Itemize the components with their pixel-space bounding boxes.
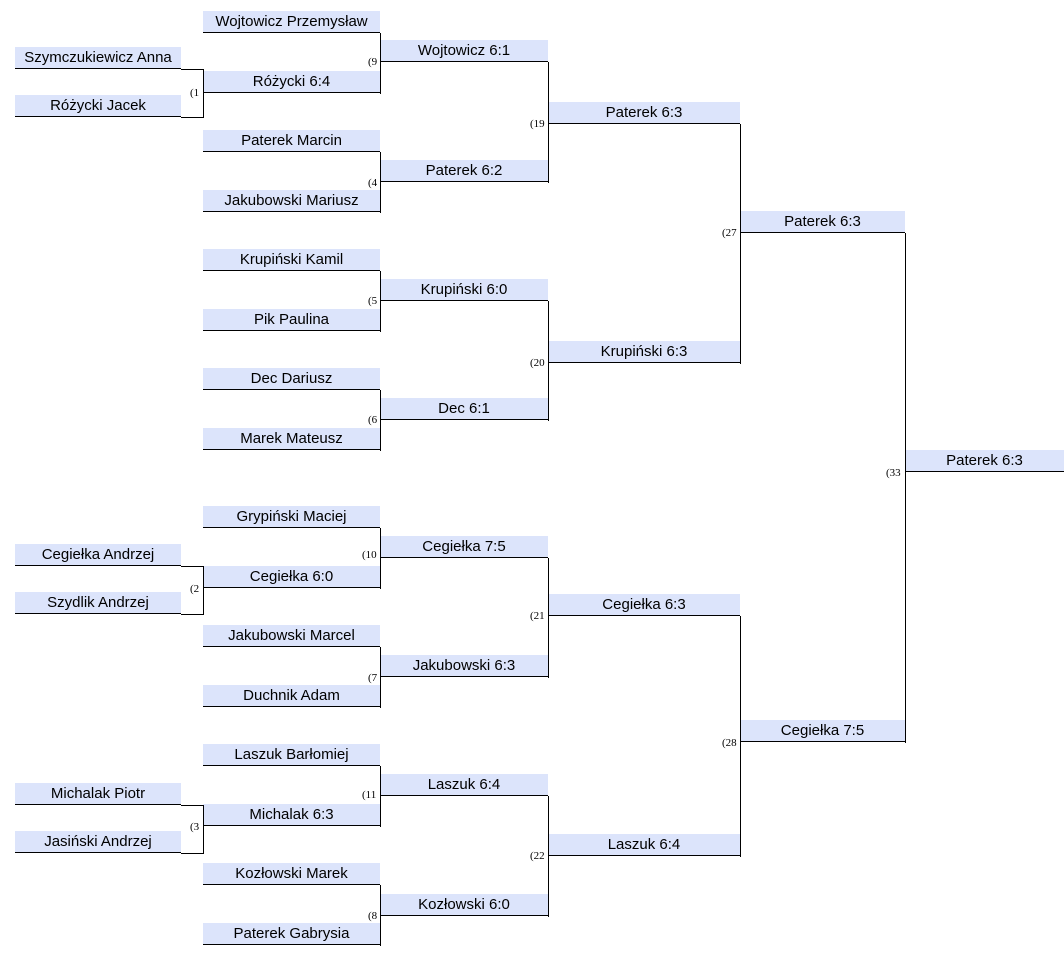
bracket-slot: Paterek Gabrysia — [203, 923, 380, 945]
bracket-slot: Cegiełka 6:3 — [548, 594, 740, 616]
match-number: (3 — [190, 821, 200, 833]
match-number: (9 — [368, 56, 378, 68]
bracket-slot: Cegiełka Andrzej — [15, 544, 181, 566]
match-number: (33 — [886, 467, 901, 479]
bracket-slot: Szymczukiewicz Anna — [15, 47, 181, 69]
bracket-slot: Jakubowski 6:3 — [380, 655, 548, 677]
bracket-slot: Michalak 6:3 — [203, 804, 380, 826]
bracket-slot: Paterek 6:3 — [905, 450, 1064, 472]
bracket-slot: Paterek Marcin — [203, 130, 380, 152]
bracket-slot: Szydlik Andrzej — [15, 592, 181, 614]
bracket-slot: Różycki Jacek — [15, 95, 181, 117]
bracket-slot: Jakubowski Mariusz — [203, 190, 380, 212]
connector-line — [181, 614, 203, 615]
bracket-slot: Jasiński Andrzej — [15, 831, 181, 853]
match-number: (11 — [362, 789, 377, 801]
connector-line — [181, 117, 203, 118]
connector-line — [380, 647, 381, 708]
connector-line — [380, 528, 381, 589]
connector-line — [548, 62, 549, 183]
bracket-slot: Wojtowicz Przemysław — [203, 11, 380, 33]
bracket-slot: Paterek 6:3 — [548, 102, 740, 124]
connector-line — [181, 805, 203, 806]
bracket-slot: Różycki 6:4 — [203, 71, 380, 93]
match-number: (19 — [530, 118, 545, 130]
connector-line — [380, 885, 381, 946]
connector-line — [548, 301, 549, 421]
bracket-slot: Grypiński Maciej — [203, 506, 380, 528]
bracket-slot: Wojtowicz 6:1 — [380, 40, 548, 62]
bracket-slot: Jakubowski Marcel — [203, 625, 380, 647]
bracket-slot: Laszuk 6:4 — [548, 834, 740, 856]
bracket-slot: Cegiełka 6:0 — [203, 566, 380, 588]
match-number: (22 — [530, 850, 545, 862]
match-number: (2 — [190, 583, 200, 595]
bracket-slot: Kozłowski Marek — [203, 863, 380, 885]
connector-line — [181, 853, 203, 854]
bracket-slot: Laszuk Barłomiej — [203, 744, 380, 766]
bracket-slot: Laszuk 6:4 — [380, 774, 548, 796]
bracket-slot: Krupiński 6:3 — [548, 341, 740, 363]
bracket-slot: Dec Dariusz — [203, 368, 380, 390]
match-number: (20 — [530, 357, 545, 369]
connector-line — [203, 805, 204, 854]
bracket-slot: Marek Mateusz — [203, 428, 380, 450]
connector-line — [203, 566, 204, 615]
connector-line — [380, 33, 381, 94]
bracket-slot: Cegiełka 7:5 — [380, 536, 548, 558]
bracket-slot: Krupiński 6:0 — [380, 279, 548, 301]
connector-line — [181, 566, 203, 567]
connector-line — [548, 558, 549, 678]
match-number: (6 — [368, 414, 378, 426]
bracket-slot: Duchnik Adam — [203, 685, 380, 707]
bracket-slot: Michalak Piotr — [15, 783, 181, 805]
match-number: (1 — [190, 87, 200, 99]
connector-line — [740, 616, 741, 857]
match-number: (5 — [368, 295, 378, 307]
match-number: (10 — [362, 549, 377, 561]
bracket-slot: Paterek 6:3 — [740, 211, 905, 233]
bracket-slot: Kozłowski 6:0 — [380, 894, 548, 916]
bracket-slot: Pik Paulina — [203, 309, 380, 331]
bracket-slot: Dec 6:1 — [380, 398, 548, 420]
bracket-slot: Cegiełka 7:5 — [740, 720, 905, 742]
connector-line — [203, 69, 204, 118]
match-number: (8 — [368, 910, 378, 922]
connector-line — [548, 796, 549, 917]
bracket-slot: Krupiński Kamil — [203, 249, 380, 271]
connector-line — [380, 152, 381, 213]
connector-line — [181, 69, 203, 70]
match-number: (7 — [368, 672, 378, 684]
connector-line — [380, 271, 381, 332]
connector-line — [905, 233, 906, 743]
match-number: (21 — [530, 610, 545, 622]
connector-line — [380, 766, 381, 827]
match-number: (4 — [368, 177, 378, 189]
match-number: (28 — [722, 737, 737, 749]
connector-line — [380, 390, 381, 451]
bracket-slot: Paterek 6:2 — [380, 160, 548, 182]
match-number: (27 — [722, 227, 737, 239]
connector-line — [740, 124, 741, 364]
